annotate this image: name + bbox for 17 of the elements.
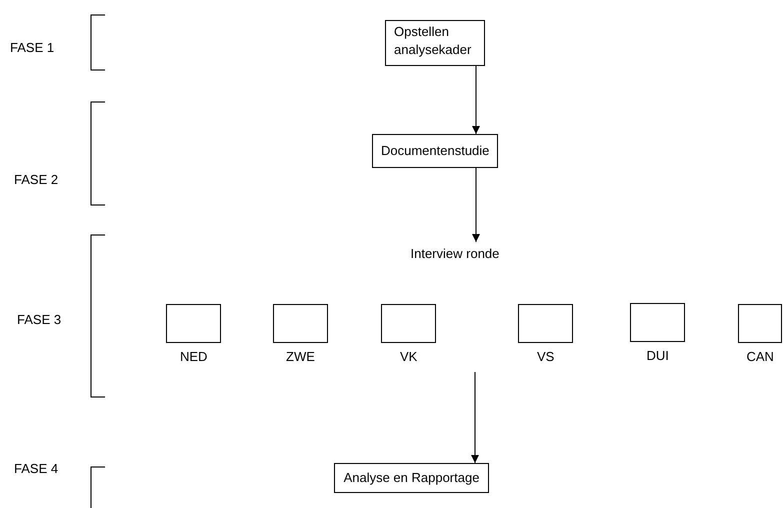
- process-box: Documentenstudie: [372, 134, 498, 168]
- country-label: NED: [180, 349, 208, 364]
- country-label: VK: [400, 349, 418, 364]
- phase-label: FASE 2: [14, 172, 58, 187]
- arrow: [471, 372, 479, 464]
- stage-heading: Interview ronde: [410, 246, 500, 261]
- phase-label: FASE 1: [10, 40, 54, 55]
- process-box: Analyse en Rapportage: [334, 463, 489, 493]
- country-label: CAN: [746, 349, 774, 364]
- phase-label: FASE 3: [17, 312, 62, 327]
- process-box: Opstellen analysekader: [385, 20, 485, 66]
- country-label: ZWE: [286, 349, 315, 364]
- country-label: DUI: [646, 348, 669, 363]
- country-label: VS: [537, 349, 554, 364]
- arrow: [472, 66, 480, 134]
- arrow: [472, 168, 480, 242]
- phase-label: FASE 4: [14, 461, 58, 476]
